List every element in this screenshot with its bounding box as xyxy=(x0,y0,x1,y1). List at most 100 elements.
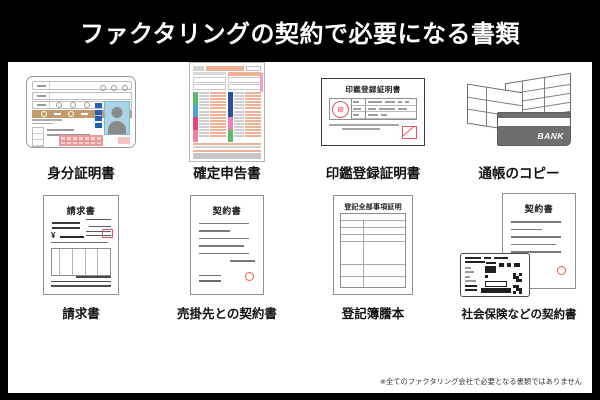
avatar-body-icon xyxy=(108,121,126,134)
circle-mark xyxy=(56,102,62,108)
document-item-bankbook: BANK 通帳のコピー xyxy=(446,62,592,186)
circle-mark xyxy=(100,84,106,91)
contract-signature-lines xyxy=(199,274,221,282)
circle-mark xyxy=(84,102,90,108)
tax-form-footer xyxy=(193,143,261,159)
insurance-card-qr-icon xyxy=(513,273,522,282)
band-dash xyxy=(80,113,88,115)
contract-heading: 契約書 xyxy=(212,205,242,216)
id-name-label xyxy=(33,82,50,89)
page-title: ファクタリングの契約で必要になる書類 xyxy=(79,20,521,48)
content-panel: 身分証明書 xyxy=(8,62,592,393)
tax-form-top-section xyxy=(193,72,261,91)
seal-certificate-heading: 印鑑登録証明書 xyxy=(345,85,401,94)
social-contract-heading: 契約書 xyxy=(524,204,554,214)
circle-mark xyxy=(40,111,47,117)
id-vertical-text xyxy=(95,103,102,133)
invoice-line xyxy=(86,230,111,233)
document-label: 社会保険などの契約書 xyxy=(461,309,577,321)
id-condition-boxes xyxy=(32,127,44,147)
tax-form-right-column xyxy=(228,92,261,142)
invoice-line xyxy=(52,221,80,224)
id-card-art xyxy=(8,62,154,162)
tax-form-color-tabs-right xyxy=(228,92,234,142)
document-item-contract: 契約書 売掛先との契約書 xyxy=(154,186,300,326)
invoice-footer-lines xyxy=(51,276,111,287)
invoice-line xyxy=(86,218,111,221)
bank-card-icon: BANK xyxy=(497,112,571,146)
band-dash xyxy=(53,113,61,115)
id-card-icon xyxy=(26,76,136,148)
circle-mark xyxy=(67,111,74,117)
tax-return-form-icon xyxy=(189,62,265,162)
circle-mark xyxy=(122,84,128,91)
invoice-line xyxy=(52,226,80,229)
document-grid: 身分証明書 xyxy=(8,62,592,393)
document-label: 印鑑登録証明書 xyxy=(325,166,421,181)
contract-icon: 契約書 xyxy=(190,194,264,295)
document-item-seal-certificate: 印鑑登録証明書 印 xyxy=(300,62,446,186)
invoice-red-stamp-box xyxy=(102,228,113,238)
circle-mark xyxy=(70,102,76,108)
document-label: 身分証明書 xyxy=(47,166,115,181)
id-address-label xyxy=(33,93,50,99)
invoice-heading: 請求書 xyxy=(66,205,96,216)
invoice-icon: 請求書 ¥ xyxy=(43,194,119,295)
seal-table-col3 xyxy=(366,99,416,120)
invoice-table xyxy=(51,247,111,276)
seal-certificate-red-box xyxy=(402,126,417,139)
id-photo xyxy=(104,101,130,135)
tax-form-color-tabs-left xyxy=(193,92,198,142)
id-dob-circles xyxy=(100,84,128,91)
contract-seal-icon xyxy=(245,271,254,281)
document-item-invoice: 請求書 ¥ xyxy=(8,186,154,326)
invoice-line xyxy=(89,225,111,228)
bankbook-copy-icon: BANK xyxy=(463,72,575,150)
document-label: 通帳のコピー xyxy=(478,166,560,181)
invoice-amount-line xyxy=(60,235,84,239)
social-insurance-contract-icon: 契約書 xyxy=(460,193,578,299)
social-contract-text-lines xyxy=(511,221,567,253)
document-item-id-card: 身分証明書 xyxy=(8,62,154,186)
registry-heading: 登記全部事項証明 xyxy=(344,203,402,211)
id-address-row xyxy=(32,92,132,100)
bank-card-stripe xyxy=(498,118,570,126)
invoice-line xyxy=(86,234,111,237)
invoice-art: 請求書 ¥ xyxy=(8,186,154,303)
seal-stamp-icon: 印 xyxy=(332,100,350,118)
social-insurance-art: 契約書 xyxy=(446,186,592,306)
document-item-social-insurance: 契約書 xyxy=(446,186,592,326)
social-contract-seal-icon xyxy=(557,266,566,275)
insurance-card-qr-icon xyxy=(513,285,522,294)
document-label: 確定申告書 xyxy=(193,166,261,181)
id-issue-row xyxy=(32,101,132,109)
id-bottom-pink xyxy=(118,137,130,144)
id-name-row xyxy=(32,81,132,91)
contract-art: 契約書 xyxy=(154,186,300,303)
tax-form-pink-strip xyxy=(259,73,263,92)
contract-text-lines xyxy=(199,222,255,262)
seal-certificate-text-lines xyxy=(329,124,399,131)
insurance-card-header xyxy=(465,257,525,259)
tax-form-left-column xyxy=(193,92,227,142)
document-item-registry: 登記全部事項証明 登記簿謄本 xyxy=(300,186,446,326)
seal-certificate-art: 印鑑登録証明書 印 xyxy=(300,62,446,162)
document-label: 売掛先との契約書 xyxy=(177,307,277,321)
avatar-head-icon xyxy=(111,107,123,118)
tax-form-header xyxy=(193,65,261,71)
insurance-card-icon xyxy=(460,253,530,297)
registry-table xyxy=(340,212,406,288)
document-label: 請求書 xyxy=(62,307,100,321)
seal-stamp-cell: 印 xyxy=(330,99,353,119)
tax-return-art xyxy=(154,62,300,162)
circle-mark xyxy=(111,84,117,91)
document-item-tax-return: 確定申告書 xyxy=(154,62,300,186)
bank-card-label: BANK xyxy=(537,131,564,141)
invoice-currency-symbol: ¥ xyxy=(51,230,56,240)
title-bar: ファクタリングの契約で必要になる書類 xyxy=(0,0,600,62)
id-pink-grid xyxy=(59,135,103,146)
registry-art: 登記全部事項証明 xyxy=(300,186,446,303)
seal-table-col2 xyxy=(352,99,367,120)
registry-certificate-icon: 登記全部事項証明 xyxy=(333,194,413,295)
